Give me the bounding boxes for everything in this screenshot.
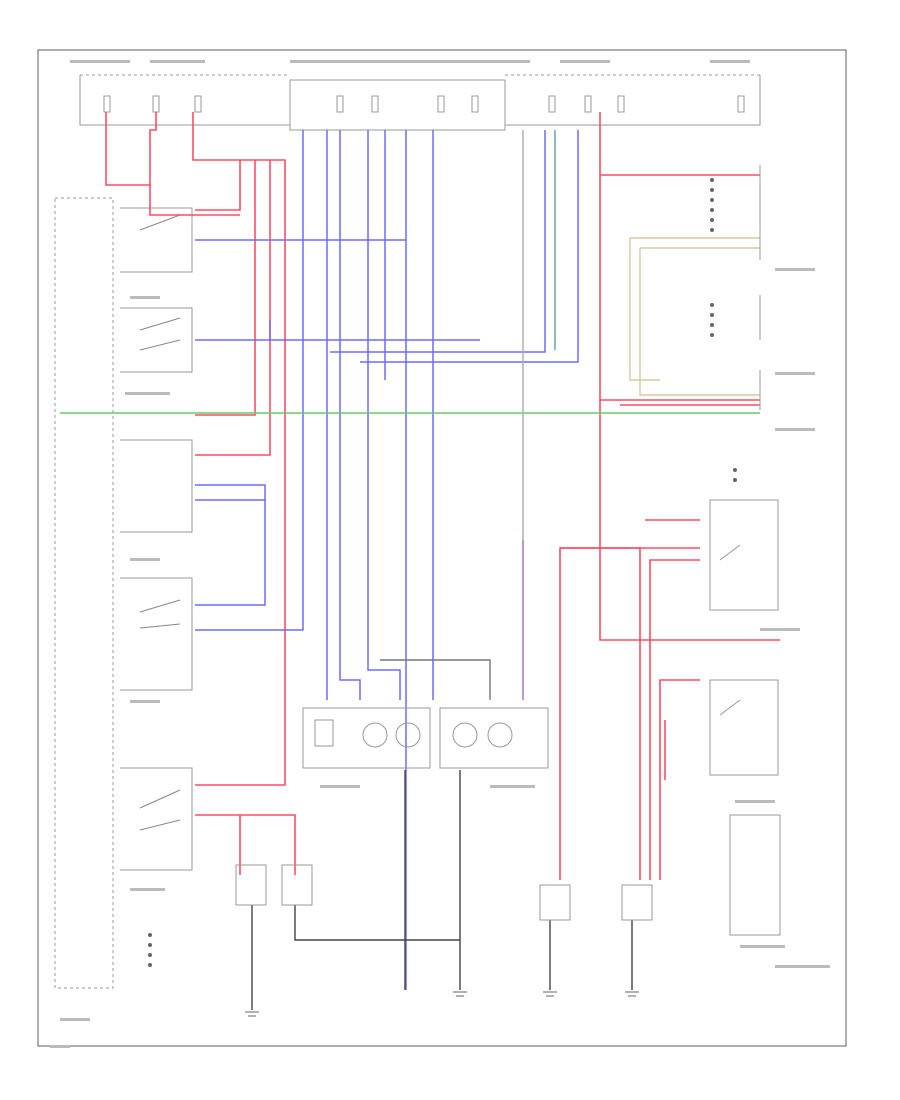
lamp-modules (302, 707, 549, 769)
switch-contacts (139, 214, 181, 831)
fuse-box (79, 74, 761, 131)
combination-switch-module (54, 197, 114, 989)
diagram-frame (37, 49, 847, 1047)
connector-pins (148, 178, 737, 967)
blue-wires (195, 130, 579, 990)
left-switch-boxes (120, 207, 193, 871)
right-components (709, 165, 781, 936)
label-placeholders (50, 60, 830, 1048)
misc-wires (60, 130, 760, 700)
ground-wires (251, 770, 633, 1010)
lower-lamps (235, 864, 653, 921)
red-wires (105, 112, 780, 880)
ground-symbols (245, 991, 639, 1017)
fuse-symbols (103, 95, 745, 113)
